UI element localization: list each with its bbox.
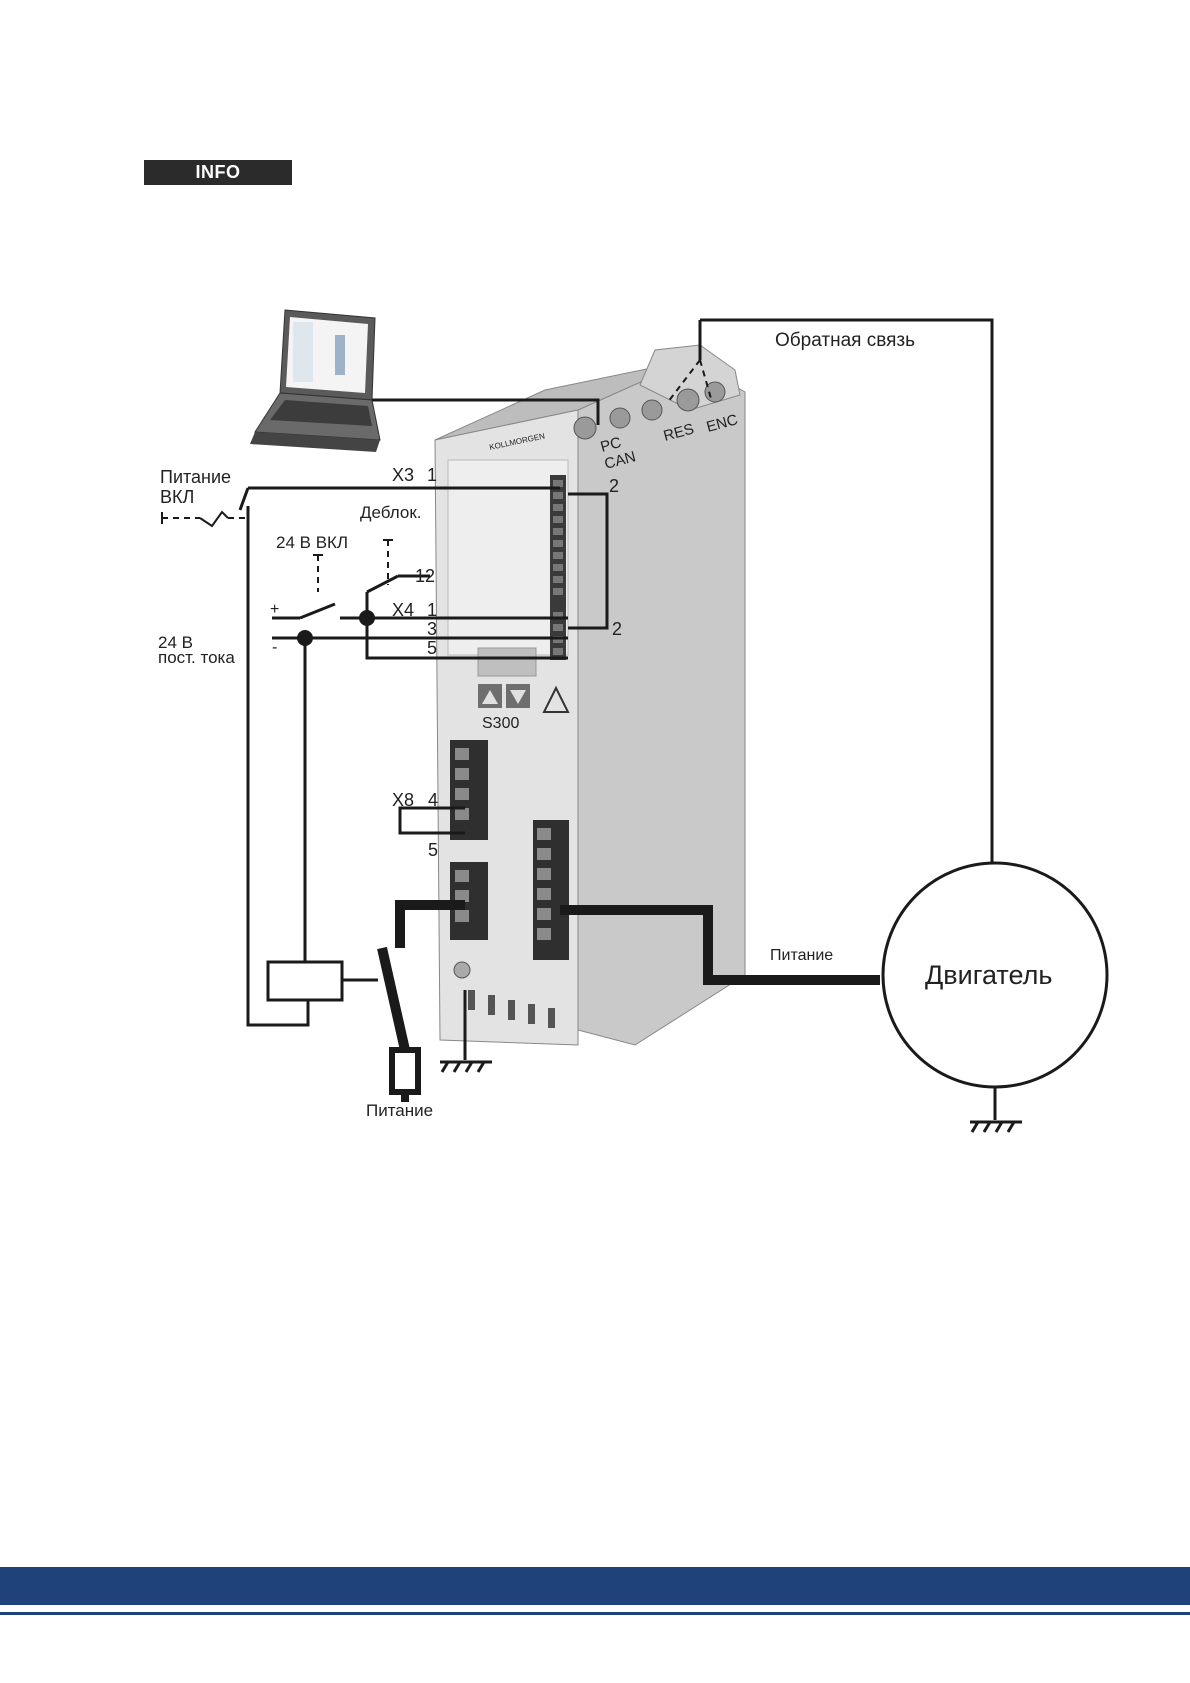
- x8-pin5-label: 5: [428, 840, 438, 860]
- x4-pin2-label: 2: [612, 619, 622, 639]
- minus-label: -: [272, 639, 277, 656]
- plus-label: +: [270, 601, 279, 618]
- x4-pin3-label: 3: [427, 619, 437, 639]
- x4-label: X4: [392, 600, 414, 620]
- motor-label: Двигатель: [925, 960, 1052, 990]
- feedback-label: Обратная связь: [775, 330, 915, 351]
- junction-dot: [359, 610, 375, 626]
- laptop-icon: [250, 310, 380, 452]
- footer-line: [0, 1612, 1190, 1615]
- x3-pin2-label: 2: [609, 476, 619, 496]
- servo-drive: [435, 345, 745, 1045]
- v24-dc-label-2: пост. тока: [158, 648, 235, 667]
- motor-power-label: Питание: [770, 947, 833, 964]
- x3-label: X3: [392, 465, 414, 485]
- v24-on-label: 24 В ВКЛ: [276, 533, 348, 552]
- ground-icon: [970, 1122, 1022, 1132]
- ground-icon: [440, 1062, 492, 1072]
- x4-pin1-label: 1: [427, 600, 437, 620]
- mains-power-label: Питание: [366, 1101, 433, 1120]
- x8-label: X8: [392, 790, 414, 810]
- x4-pin5-label: 5: [427, 638, 437, 658]
- footer-band: [0, 1567, 1190, 1605]
- deblock-label: Деблок.: [360, 503, 421, 522]
- pin12-label: 12: [415, 566, 435, 586]
- junction-dot: [297, 630, 313, 646]
- x8-pin4-label: 4: [428, 790, 438, 810]
- power-on-label: Питание: [160, 467, 231, 487]
- mains-switch: [342, 948, 418, 1102]
- power-on-label-2: ВКЛ: [160, 487, 194, 507]
- x3-pin1-label: 1: [427, 465, 437, 485]
- drive-model-label: S300: [482, 715, 519, 732]
